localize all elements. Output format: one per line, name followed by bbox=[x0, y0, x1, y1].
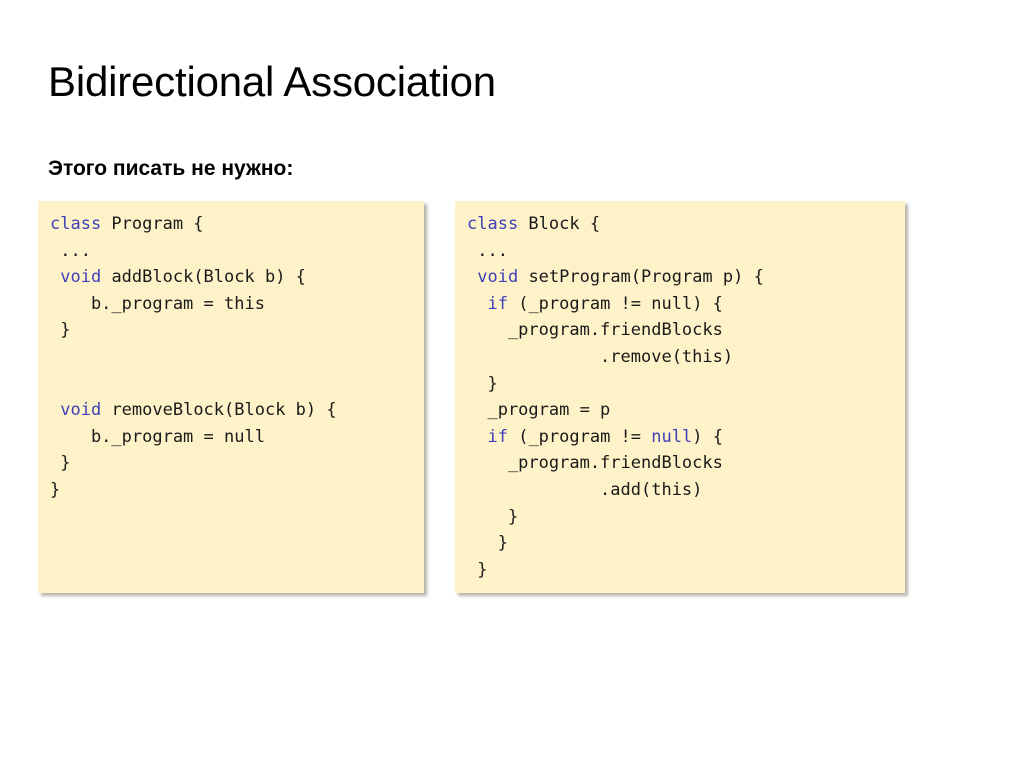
code-text: _program.friendBlocks bbox=[467, 453, 723, 474]
code-text: ) { bbox=[692, 426, 723, 447]
code-text: } bbox=[50, 479, 61, 500]
code-line: class Block { bbox=[467, 214, 600, 234]
code-line: void addBlock(Block b) { bbox=[50, 267, 306, 287]
code-content-block-class: class Block { ... void setProgram(Progra… bbox=[467, 211, 893, 583]
code-line: ... bbox=[50, 241, 91, 261]
code-content-program-class: class Program { ... void addBlock(Block … bbox=[50, 211, 412, 504]
code-text: } bbox=[467, 533, 508, 554]
code-text: addBlock(Block b) { bbox=[101, 267, 306, 288]
code-line: if (_program != null) { bbox=[467, 293, 723, 314]
code-text: b._program = null bbox=[50, 426, 265, 447]
code-text bbox=[467, 267, 477, 287]
code-block-block-class: class Block { ... void setProgram(Progra… bbox=[455, 201, 905, 593]
code-line: _program.friendBlocks bbox=[467, 320, 723, 340]
code-text: Block { bbox=[518, 214, 601, 234]
code-text bbox=[467, 427, 487, 447]
code-text: ... bbox=[467, 240, 508, 261]
code-text bbox=[467, 294, 487, 314]
code-text: .remove(this) bbox=[467, 346, 734, 367]
code-line: ... bbox=[467, 241, 508, 261]
code-line: .remove(this) bbox=[467, 347, 733, 367]
code-text: removeBlock(Block b) { bbox=[101, 400, 337, 421]
code-keyword: void bbox=[477, 267, 519, 288]
code-text: } bbox=[467, 506, 519, 527]
code-text: _program = p bbox=[467, 400, 611, 421]
code-line: } bbox=[467, 507, 518, 527]
code-line bbox=[50, 344, 412, 371]
code-keyword: void bbox=[60, 267, 102, 288]
code-text: _program.friendBlocks bbox=[467, 320, 723, 341]
code-line: } bbox=[50, 480, 60, 500]
code-text: } bbox=[50, 453, 71, 474]
code-line: } bbox=[467, 533, 508, 553]
code-line: } bbox=[467, 373, 498, 394]
code-line: } bbox=[467, 560, 487, 580]
code-text: } bbox=[467, 559, 488, 580]
code-keyword: class bbox=[467, 214, 519, 234]
code-line: _program = p bbox=[467, 400, 610, 420]
code-keyword: null bbox=[651, 426, 693, 447]
code-keyword: if bbox=[487, 426, 508, 447]
code-line: class Program { bbox=[50, 214, 204, 234]
code-line: b._program = this bbox=[50, 294, 265, 314]
code-line: .add(this) bbox=[467, 480, 702, 500]
code-text: b._program = this bbox=[50, 293, 265, 314]
code-text: } bbox=[50, 320, 71, 341]
code-line: b._program = null bbox=[50, 427, 265, 447]
code-text: ... bbox=[50, 240, 91, 261]
code-text: } bbox=[467, 373, 498, 394]
code-text: Program { bbox=[101, 214, 204, 234]
code-line: if (_program != null) { bbox=[467, 426, 723, 447]
code-text: setProgram(Program p) { bbox=[518, 267, 764, 288]
code-text: (_program != bbox=[507, 426, 652, 447]
code-text bbox=[50, 400, 60, 420]
code-keyword: class bbox=[50, 214, 102, 234]
code-line: void setProgram(Program p) { bbox=[467, 267, 764, 287]
code-line: void removeBlock(Block b) { bbox=[50, 400, 337, 421]
code-text bbox=[50, 267, 60, 287]
code-text: (_program != null) { bbox=[507, 293, 723, 314]
page-title: Bidirectional Association bbox=[48, 58, 496, 105]
code-keyword: if bbox=[487, 293, 508, 314]
subtitle-label: Этого писать не нужно: bbox=[48, 157, 294, 180]
code-line: } bbox=[50, 320, 70, 340]
code-line: _program.friendBlocks bbox=[467, 453, 723, 473]
code-text: .add(this) bbox=[467, 479, 703, 500]
code-line: } bbox=[50, 453, 70, 473]
code-keyword: void bbox=[60, 400, 102, 421]
code-block-program-class: class Program { ... void addBlock(Block … bbox=[38, 201, 424, 593]
